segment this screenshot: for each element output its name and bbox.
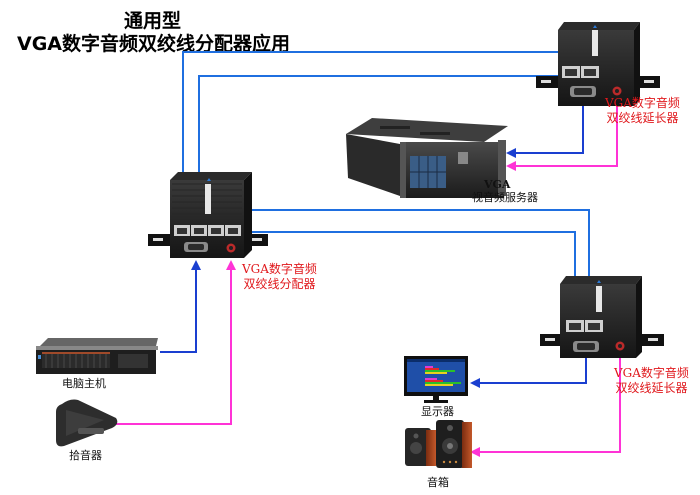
splitter-device: [148, 172, 268, 258]
splitter-label: VGA数字音频 双绞线分配器: [242, 262, 317, 292]
vga-cable-bottom-ext-to-monitor: [470, 358, 587, 388]
diagram-title-line1: 通用型: [124, 10, 182, 32]
bottom-extender-label-line1: VGA数字音频: [614, 366, 689, 380]
server-label-line1: VGA: [484, 178, 511, 191]
server-label-line2: 视音频服务器: [472, 191, 538, 204]
top-extender-label-line1: VGA数字音频: [605, 96, 680, 110]
microphone-pickup: [56, 399, 118, 447]
top-extender-label: VGA数字音频 双绞线延长器: [605, 96, 680, 126]
vga-av-server: [346, 118, 508, 198]
computer-host: [36, 338, 158, 374]
monitor-screen: [407, 359, 465, 392]
vga-cable-top-ext-to-server: [506, 104, 584, 158]
audio-cable-bottom-ext-to-speakers: [470, 358, 621, 457]
audio-cable-top-ext-to-server: [506, 104, 618, 171]
rj45-ports: [174, 225, 241, 236]
speakers-label: 音箱: [427, 476, 449, 489]
monitor-display: [404, 356, 468, 403]
brand-logo-icon: [593, 25, 597, 28]
audio-cable-mic-to-splitter: [116, 260, 236, 425]
speakers: [405, 420, 472, 468]
diagram-title-line2: VGA数字音频双绞线分配器应用: [17, 33, 291, 55]
monitor-stand: [424, 400, 448, 403]
computer-label: 电脑主机: [62, 377, 106, 390]
splitter-label-line2: 双绞线分配器: [243, 277, 316, 291]
vga-cable-computer-to-splitter: [160, 260, 201, 353]
monitor-label: 显示器: [421, 405, 454, 418]
brand-logo-icon: [597, 280, 601, 283]
microphone-label: 拾音器: [69, 449, 102, 462]
brand-logo-icon: [207, 178, 211, 181]
bottom-extender-label-line2: 双绞线延长器: [615, 381, 688, 395]
top-extender-device: [536, 22, 660, 106]
splitter-label-line1: VGA数字音频: [242, 262, 317, 276]
top-extender-label-line2: 双绞线延长器: [606, 111, 679, 125]
bottom-extender-label: VGA数字音频 双绞线延长器: [614, 366, 689, 396]
bottom-extender-device: [540, 276, 664, 358]
brand-sticker: [205, 184, 211, 214]
